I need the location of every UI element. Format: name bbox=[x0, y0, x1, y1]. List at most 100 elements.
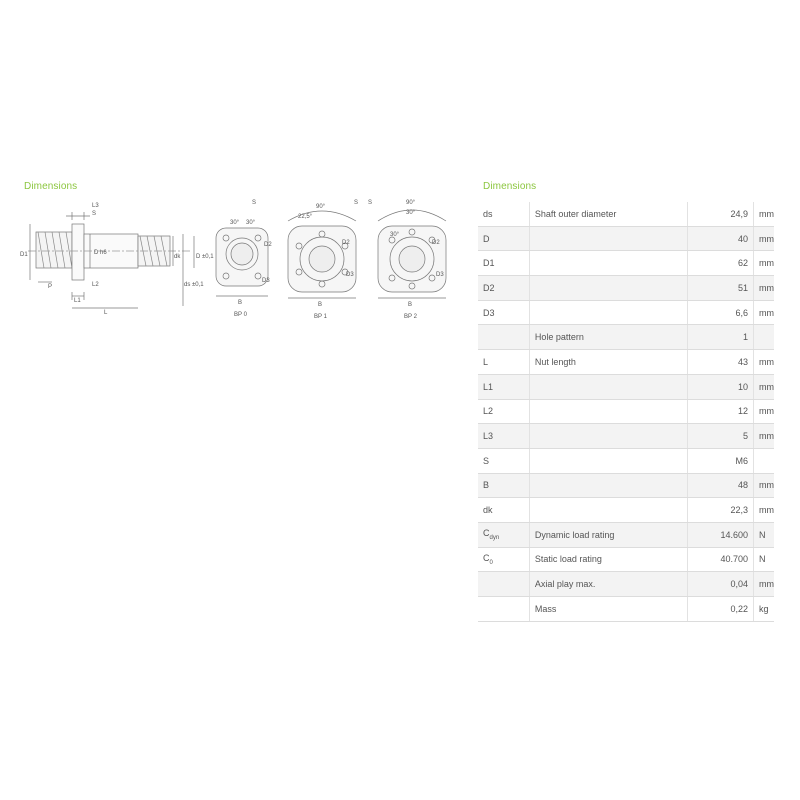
row-description bbox=[529, 250, 689, 277]
row-unit: mm bbox=[753, 571, 774, 597]
row-symbol: Cdyn bbox=[478, 522, 530, 548]
label-d3-bp2: D3 bbox=[436, 272, 444, 278]
row-description bbox=[529, 226, 689, 252]
row-unit: N bbox=[753, 547, 774, 573]
label-l1: L1 bbox=[74, 298, 81, 304]
row-symbol-text: S bbox=[483, 455, 490, 466]
label-ds: ds ±0,1 bbox=[184, 282, 204, 288]
row-description bbox=[529, 399, 689, 425]
row-unit: kg bbox=[753, 596, 774, 622]
row-description: Shaft outer diameter bbox=[529, 202, 689, 227]
row-value: 10 bbox=[687, 374, 754, 400]
row-unit: mm bbox=[753, 473, 774, 499]
label-d1: D1 bbox=[20, 252, 28, 258]
label-d-h6: D h6 bbox=[94, 250, 107, 256]
row-description bbox=[529, 497, 689, 523]
row-symbol: D2 bbox=[478, 275, 530, 301]
row-value: 40.700 bbox=[687, 547, 754, 573]
row-value: 0,04 bbox=[687, 571, 754, 597]
label-d3-bp1: D3 bbox=[346, 272, 354, 278]
row-symbol-text: L2 bbox=[483, 406, 494, 417]
row-description bbox=[529, 374, 689, 400]
drawing-heading: Dimensions bbox=[24, 181, 78, 192]
row-unit: N bbox=[753, 522, 774, 548]
row-symbol-text: B bbox=[483, 480, 490, 491]
row-value: 24,9 bbox=[687, 202, 754, 227]
label-d2-bp2: D2 bbox=[432, 240, 440, 246]
row-value: 5 bbox=[687, 423, 754, 449]
row-description: Hole pattern bbox=[529, 324, 689, 351]
row-value: M6 bbox=[687, 448, 754, 474]
row-symbol-text: dk bbox=[483, 505, 493, 516]
label-b-bp2: B bbox=[408, 302, 412, 308]
label-dk: dk bbox=[174, 254, 181, 260]
angle-90-bp1: 90° bbox=[316, 204, 326, 210]
row-symbol-text: L3 bbox=[483, 431, 494, 442]
label-s-bp2: S bbox=[368, 200, 372, 206]
row-unit: mm bbox=[753, 423, 774, 449]
row-description bbox=[529, 473, 689, 499]
row-unit bbox=[753, 324, 774, 351]
view-label-bp2: BP 2 bbox=[404, 314, 418, 320]
row-description: Nut length bbox=[529, 349, 689, 375]
technical-drawing: L3 S D1 D h6 P L1 L2 L dk ds ±0,1 D ±0,1… bbox=[20, 200, 447, 320]
row-unit bbox=[753, 448, 774, 474]
row-description bbox=[529, 423, 689, 449]
label-b-bp0: B bbox=[238, 300, 242, 306]
row-symbol-text: D3 bbox=[483, 307, 495, 318]
row-symbol: L bbox=[478, 349, 530, 375]
row-value: 0,22 bbox=[687, 596, 754, 622]
row-symbol: B bbox=[478, 473, 530, 499]
row-unit: mm bbox=[753, 275, 774, 301]
row-value: 1 bbox=[687, 324, 754, 351]
angle-30-a: 30° bbox=[230, 220, 240, 226]
label-s-bp1: S bbox=[354, 200, 358, 206]
row-value: 12 bbox=[687, 399, 754, 425]
row-unit: mm bbox=[753, 349, 774, 375]
angle-30-bp2-b: 30° bbox=[390, 232, 400, 238]
label-l2: L2 bbox=[92, 282, 99, 288]
row-symbol-text: L bbox=[483, 356, 489, 367]
row-symbol-text: L1 bbox=[483, 381, 494, 392]
row-value: 62 bbox=[687, 250, 754, 277]
row-value: 51 bbox=[687, 275, 754, 301]
view-label-bp1: BP 1 bbox=[314, 314, 328, 320]
row-description: Static load rating bbox=[529, 547, 689, 573]
row-description: Dynamic load rating bbox=[529, 522, 689, 548]
row-symbol: C0 bbox=[478, 547, 530, 573]
label-d2-bp0: D2 bbox=[264, 242, 272, 248]
row-description bbox=[529, 448, 689, 474]
row-value: 22,3 bbox=[687, 497, 754, 523]
label-b-bp1: B bbox=[318, 302, 322, 308]
row-symbol: ds bbox=[478, 202, 530, 227]
label-d-tol: D ±0,1 bbox=[196, 254, 214, 260]
row-unit: mm bbox=[753, 202, 774, 227]
row-symbol: S bbox=[478, 448, 530, 474]
row-unit: mm bbox=[753, 374, 774, 400]
row-symbol-text: D1 bbox=[483, 258, 495, 269]
row-value: 43 bbox=[687, 349, 754, 375]
row-symbol: dk bbox=[478, 497, 530, 523]
row-symbol-text: C bbox=[483, 528, 490, 539]
row-symbol: L2 bbox=[478, 399, 530, 425]
table-row: S M6 bbox=[478, 448, 774, 474]
row-value: 6,6 bbox=[687, 300, 754, 326]
angle-90-bp2: 90° bbox=[406, 200, 416, 206]
view-label-bp0: BP 0 bbox=[234, 312, 248, 318]
row-unit: mm bbox=[753, 250, 774, 277]
table-heading: Dimensions bbox=[483, 181, 537, 192]
angle-30-bp2: 30° bbox=[406, 210, 416, 216]
label-s: S bbox=[92, 211, 96, 217]
label-s-bp0: S bbox=[252, 200, 256, 206]
label-d2-bp1: D2 bbox=[342, 240, 350, 246]
